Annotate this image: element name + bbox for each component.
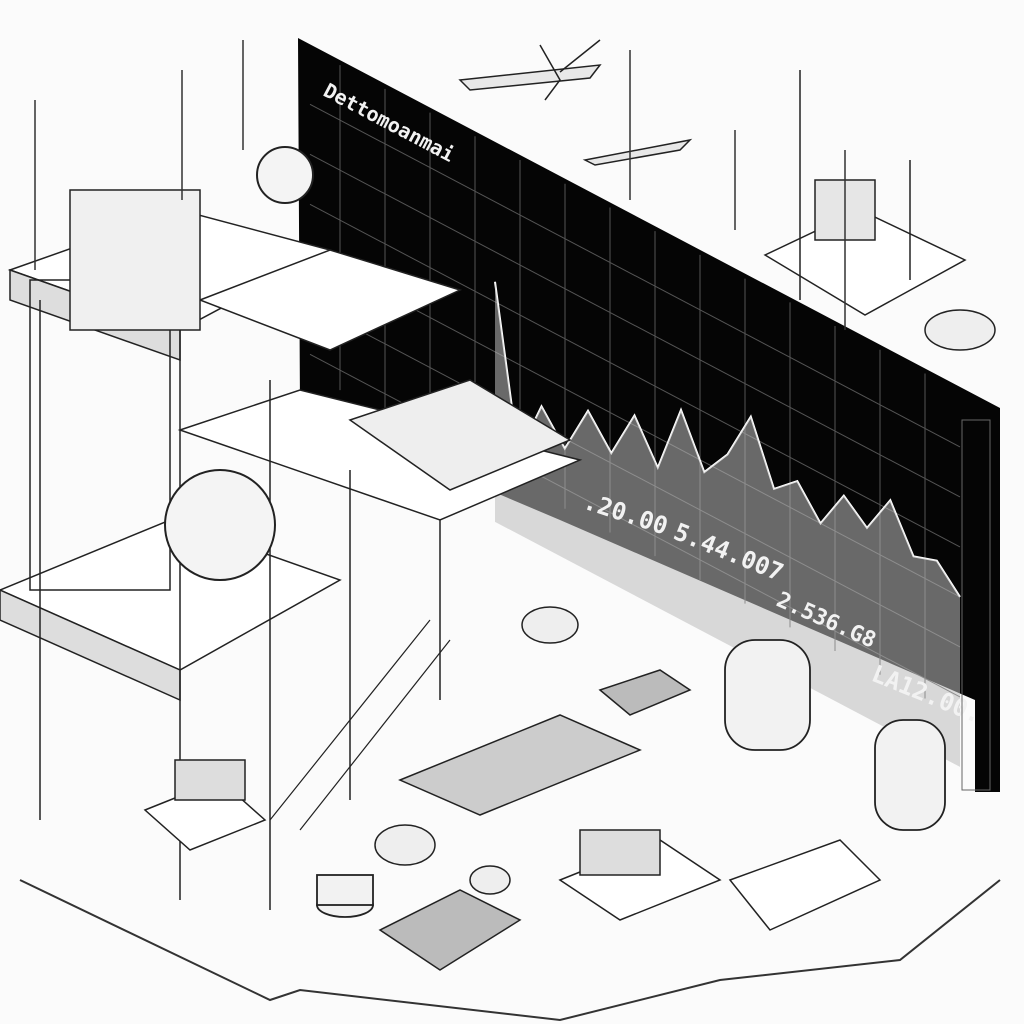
small-sphere-tank: [256, 146, 314, 204]
airplanes: [458, 39, 693, 166]
pig: [924, 309, 996, 351]
airplane: [582, 138, 693, 166]
floor-outline: [19, 879, 1001, 1022]
silo-tank: [724, 639, 811, 751]
pig: [521, 606, 579, 644]
cow: [374, 824, 436, 866]
spheres: [164, 146, 314, 581]
pig: [469, 865, 511, 895]
grid-line: [309, 103, 961, 448]
barrel: [316, 874, 374, 906]
produce-crates: [378, 669, 692, 971]
sphere-tank: [164, 469, 276, 581]
grid-line: [309, 203, 961, 548]
chart-area: [495, 281, 960, 767]
animals: [374, 309, 996, 895]
storage-tanks: [316, 639, 946, 918]
airplane: [458, 64, 602, 91]
stock-display-board: Dettomoanmai .20.00 5.44.007 2.536.G8 LA…: [298, 38, 1000, 792]
right-platform: [763, 70, 967, 316]
antenna-poles: [34, 40, 846, 330]
board-side-column: [961, 419, 991, 791]
staircase: [269, 619, 451, 831]
workstations: [143, 759, 882, 931]
silo-tank: [874, 719, 946, 831]
grid-line: [309, 153, 961, 498]
